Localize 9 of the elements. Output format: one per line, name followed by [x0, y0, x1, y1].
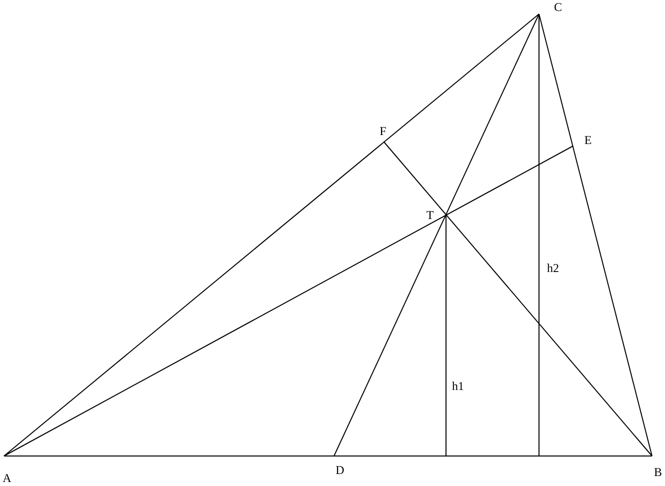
- height-label: h1: [452, 379, 464, 393]
- height-label: h2: [547, 261, 559, 275]
- point-label: C: [554, 0, 562, 14]
- point-label: B: [654, 465, 662, 479]
- point-label: E: [584, 133, 592, 147]
- point-label: D: [336, 463, 344, 477]
- point-label: T: [426, 208, 434, 222]
- point-label: F: [380, 124, 386, 138]
- point-label: A: [2, 471, 12, 485]
